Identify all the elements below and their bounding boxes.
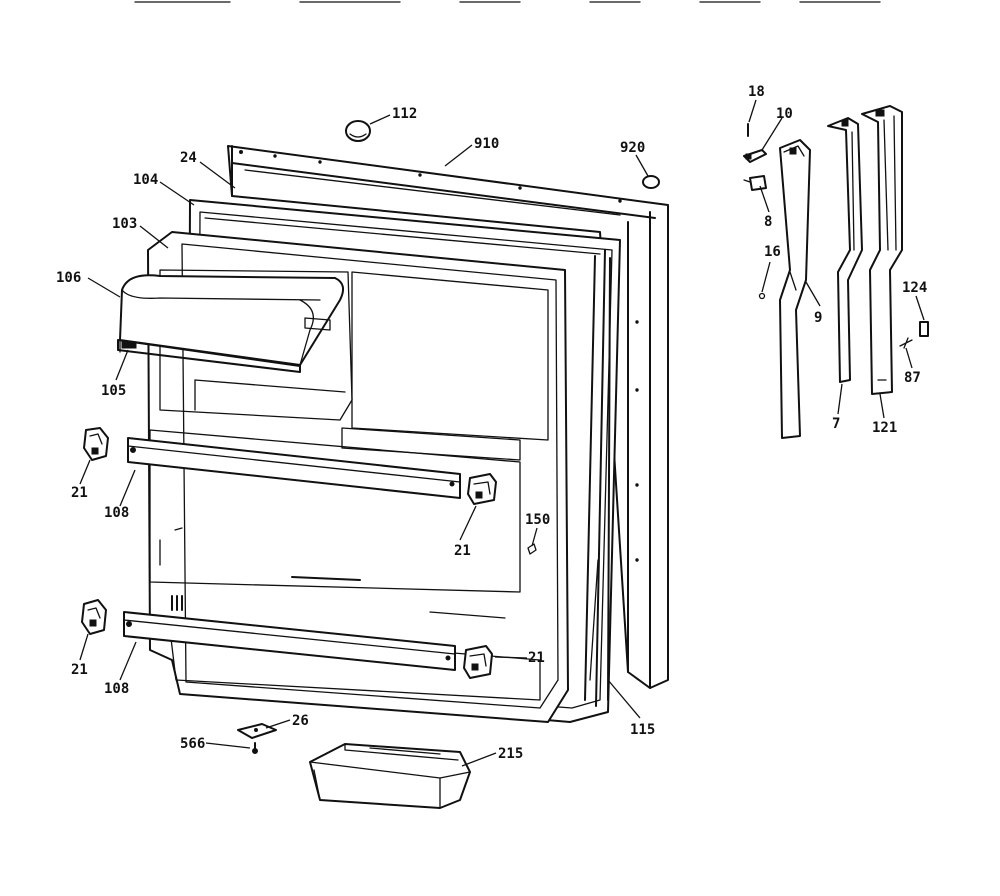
label-21-lower-left: 21	[71, 662, 88, 678]
upper-door-shelf-bar	[127, 437, 461, 499]
label-26: 26	[292, 713, 309, 729]
screw-87	[899, 337, 913, 349]
label-105: 105	[101, 383, 126, 399]
door-outer-frame	[227, 145, 669, 689]
shelf-bracket-upper-left	[83, 427, 109, 461]
lower-door-shelf-bar	[123, 611, 456, 671]
label-215: 215	[498, 746, 523, 762]
label-112: 112	[392, 106, 417, 122]
bushing-8	[743, 175, 767, 191]
screw-566	[252, 742, 258, 754]
part-labels: 112 910 920 24 104 103 106 105 21 108 21…	[56, 84, 927, 762]
handle-bar-9	[779, 139, 811, 439]
label-115: 115	[630, 722, 655, 738]
label-910: 910	[474, 136, 499, 152]
label-121: 121	[872, 420, 897, 436]
label-920: 920	[620, 140, 645, 156]
label-24: 24	[180, 150, 197, 166]
label-104: 104	[133, 172, 158, 188]
shelf-bracket-lower-right	[463, 645, 493, 679]
label-106: 106	[56, 270, 81, 286]
handle-trim-7	[827, 117, 863, 383]
leader-lines	[79, 99, 925, 767]
button-plug-112	[345, 120, 371, 142]
dairy-compartment-door	[117, 274, 345, 373]
label-124: 124	[902, 280, 927, 296]
handle-121	[861, 105, 903, 395]
label-108-lower: 108	[104, 681, 129, 697]
label-16: 16	[764, 244, 781, 260]
label-8: 8	[764, 214, 772, 230]
label-18: 18	[748, 84, 765, 100]
hinge-pin-10	[743, 149, 767, 163]
label-10: 10	[776, 106, 793, 122]
shelf-bracket-lower-left	[81, 599, 107, 635]
label-21-lower-right: 21	[528, 650, 545, 666]
label-103: 103	[112, 216, 137, 232]
label-108-upper: 108	[104, 505, 129, 521]
label-7: 7	[832, 416, 840, 432]
label-21-upper-right: 21	[454, 543, 471, 559]
label-566: 566	[180, 736, 205, 752]
label-87: 87	[904, 370, 921, 386]
label-9: 9	[814, 310, 822, 326]
shelf-bracket-upper-right	[467, 473, 497, 505]
clip-16	[758, 292, 766, 300]
label-150: 150	[525, 512, 550, 528]
label-21-upper-left: 21	[71, 485, 88, 501]
end-cap-124	[919, 321, 929, 337]
plug-920	[642, 175, 660, 189]
door-bin-215	[309, 743, 471, 809]
